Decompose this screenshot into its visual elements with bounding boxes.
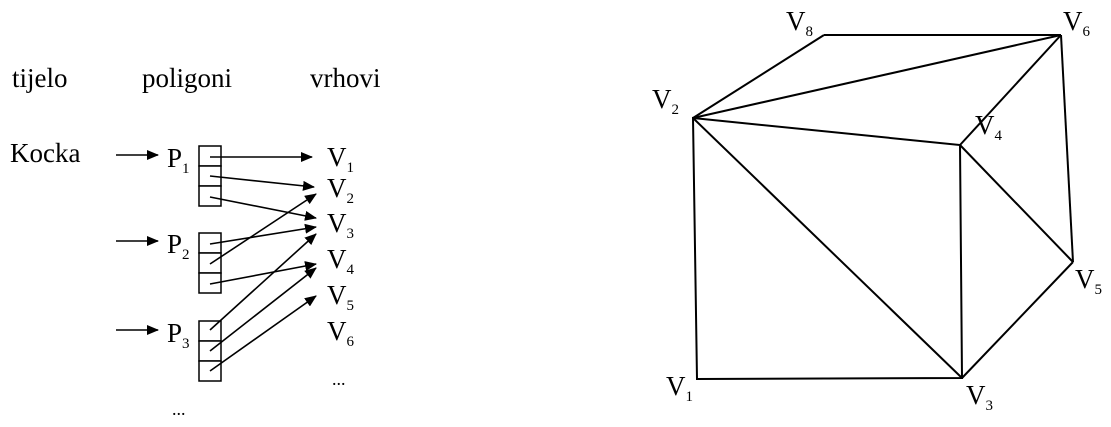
cube-label-v3: V3 [966,380,993,414]
cube-edges [691,34,1074,381]
polygon-label-p2: P2 [167,229,190,263]
svg-text:P1: P1 [167,143,190,177]
cube-label-v4: V4 [975,110,1003,144]
cube-label-v1: V1 [666,371,693,405]
vertex-list: V1 V2 V3 V4 V5 V6 ... [327,142,355,389]
svg-text:P2: P2 [167,229,190,263]
pointer-arrows [209,152,317,372]
cube-label-v5: V5 [1075,264,1102,298]
polygons-ellipsis: ... [172,399,186,419]
polygon-label-p3: P3 [167,318,190,352]
cube-label-v8: V8 [786,6,813,40]
header-polygons: poligoni [142,63,232,93]
data-structure-diagram: tijelo poligoni vrhovi Kocka P1 P2 P3 ..… [10,63,381,419]
vertices-ellipsis: ... [332,369,346,389]
polygon-label-p1: P1 [167,143,190,177]
p2-pointer-box [198,232,222,294]
vertex-list-item: V5 [327,280,354,314]
vertex-list-item: V4 [327,244,355,278]
cube-label-v6: V6 [1063,6,1091,40]
body-name: Kocka [10,138,80,168]
cube-drawing: V8 V6 V2 V4 V5 V1 V3 [652,6,1102,414]
vertex-list-item: V3 [327,208,354,242]
cube-vertex-labels: V8 V6 V2 V4 V5 V1 V3 [652,6,1102,414]
svg-text:P3: P3 [167,318,190,352]
header-body: tijelo [12,63,68,93]
vertex-list-item: V2 [327,173,354,207]
vertex-list-item: V6 [327,316,355,350]
header-vertices: vrhovi [310,63,381,93]
cube-label-v2: V2 [652,84,679,118]
vertex-list-item: V1 [327,142,354,176]
